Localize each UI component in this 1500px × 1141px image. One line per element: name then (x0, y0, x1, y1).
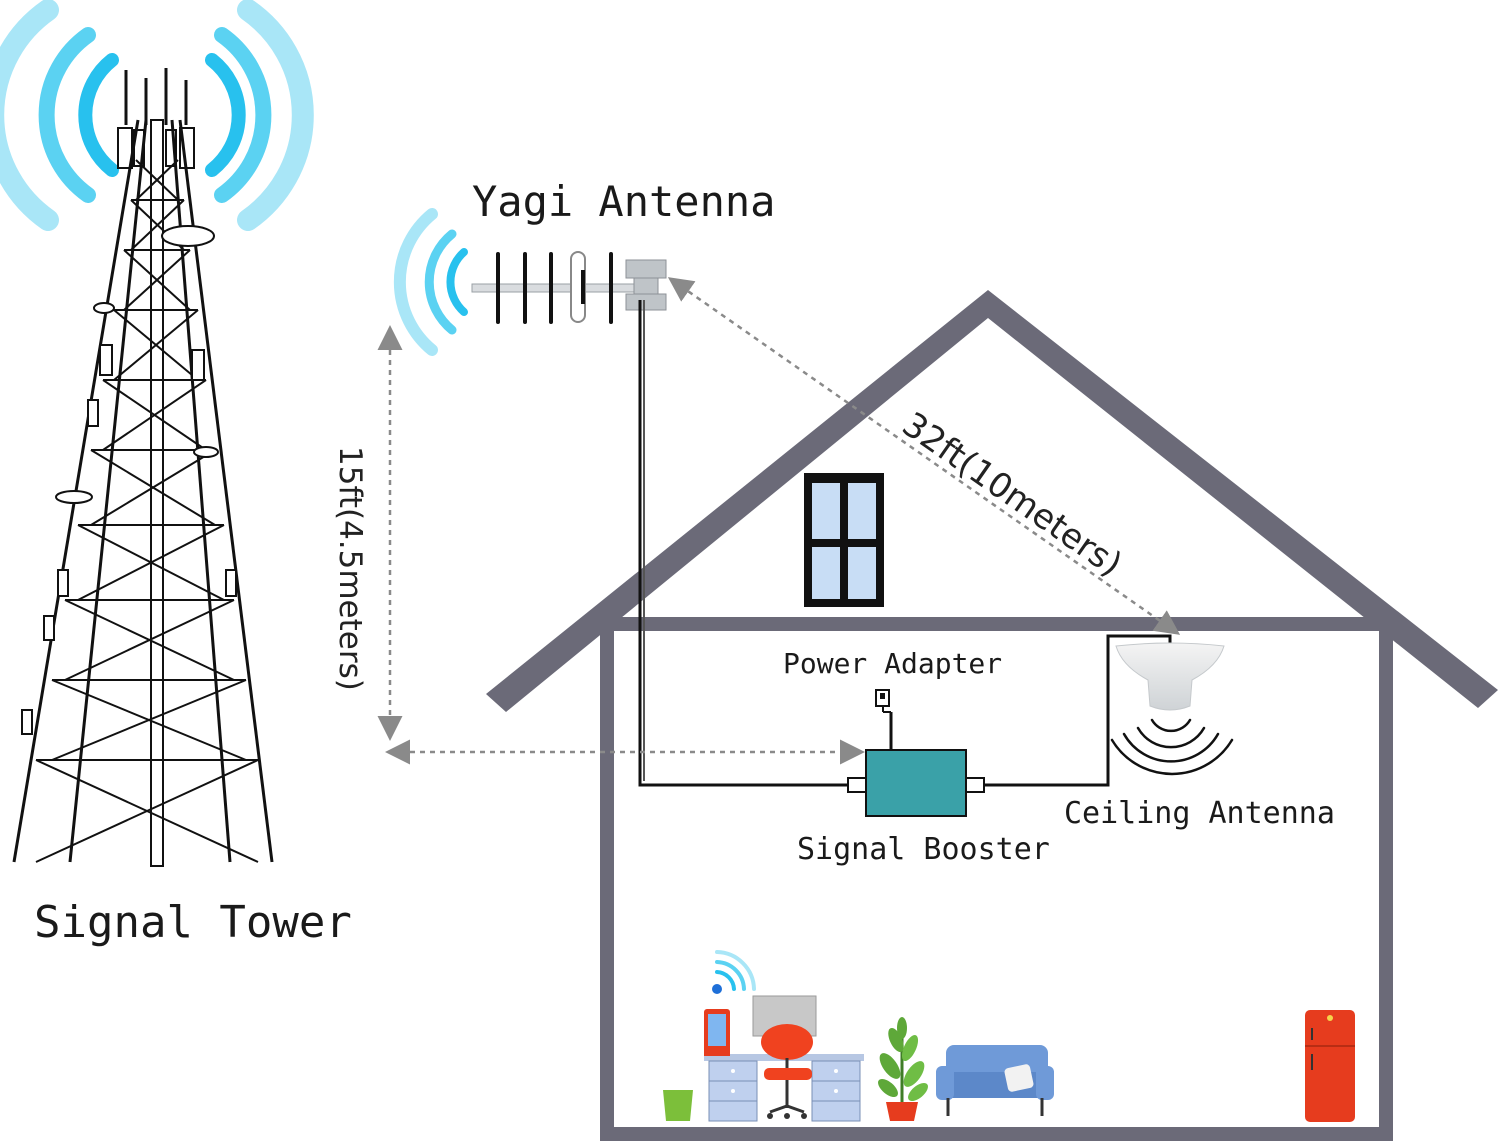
diagonal-dimension-label: 32ft(10meters) (895, 405, 1129, 585)
room-furniture (663, 950, 1355, 1122)
cables (638, 300, 1172, 787)
ceiling-antenna-label: Ceiling Antenna (1064, 796, 1335, 831)
dimension-lines (377, 277, 1181, 765)
attic-window (804, 473, 884, 607)
office-chair (761, 1024, 813, 1119)
trash-bin (663, 1090, 693, 1121)
ceiling-antenna (1110, 642, 1234, 776)
signal-booster-label: Signal Booster (797, 832, 1050, 867)
tower-lattice (35, 159, 259, 863)
wifi-icon (712, 950, 756, 994)
yagi-antenna (393, 208, 667, 356)
power-adapter (875, 689, 891, 713)
signal-booster (847, 749, 985, 817)
sofa (936, 1045, 1054, 1116)
potted-plant (878, 1017, 928, 1121)
phone (704, 1009, 730, 1056)
tower-signal-waves (0, 0, 314, 231)
ceiling-antenna-waves (1110, 718, 1234, 776)
refrigerator (1305, 1010, 1355, 1122)
house (486, 290, 1498, 1141)
desk (704, 1054, 864, 1122)
signal-tower (0, 0, 314, 867)
signal-tower-label: Signal Tower (34, 897, 352, 948)
yagi-signal-waves (393, 208, 468, 356)
yagi-antenna-label: Yagi Antenna (472, 177, 775, 226)
vertical-dimension-label: 15ft(4.5meters) (332, 446, 368, 691)
power-adapter-label: Power Adapter (783, 647, 1002, 680)
diagonal-dimension-line (667, 277, 1181, 635)
